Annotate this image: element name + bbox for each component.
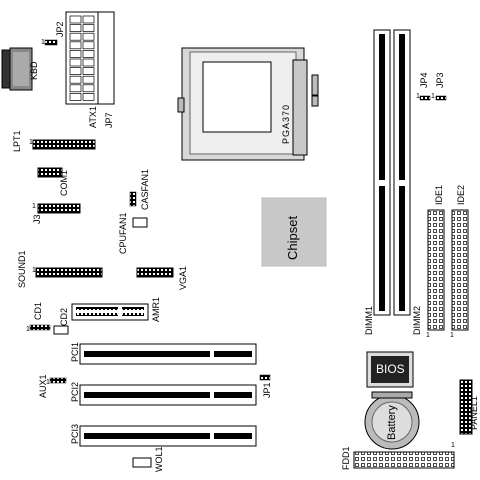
atx-pin (82, 84, 95, 93)
com1-label: COM1 (59, 169, 69, 196)
ide2-connector (451, 209, 469, 331)
wol1-label: WOL1 (154, 446, 164, 472)
com1-header (37, 167, 63, 178)
sound1-header (35, 267, 103, 278)
atx-pin (69, 32, 82, 41)
dimm2-label: DIMM2 (412, 306, 422, 335)
pin1-marker: 1 (450, 332, 454, 339)
pin1-marker: 1 (32, 203, 36, 210)
atx-pin (69, 67, 82, 75)
atx-pin (82, 15, 95, 24)
sound1-label: SOUND1 (17, 250, 27, 288)
ide1-connector (427, 209, 445, 331)
pin1-marker: 1 (451, 442, 455, 449)
atx-pin (69, 84, 82, 93)
jp4-label: JP4 (419, 72, 429, 88)
ide2-label: IDE2 (456, 184, 466, 205)
battery-cell (364, 391, 420, 450)
pin1-marker: 1 (416, 93, 420, 100)
aux1-connector (49, 377, 67, 384)
pin1-marker: 1 (41, 39, 45, 46)
atx-pin (82, 50, 95, 58)
atx-pin (69, 15, 82, 24)
fdd1-label: FDD1 (341, 446, 351, 470)
amr1-label: AMR1 (151, 296, 161, 322)
kbd-connector (1, 47, 33, 91)
pci3-label: PCI3 (70, 423, 80, 444)
casfan1-label: CASFAN1 (140, 168, 150, 210)
cd2-label: CD2 (59, 307, 69, 326)
amr1-slot (71, 303, 149, 321)
dimm1-label: DIMM1 (364, 306, 374, 335)
chipset-chip (261, 197, 327, 267)
vga1-header (136, 267, 174, 278)
jp7-label: JP7 (104, 112, 114, 128)
jp3-jumper (435, 95, 447, 101)
atx-pin (82, 32, 95, 41)
kbd-label: KBD (29, 61, 39, 80)
atx-pin (69, 58, 82, 67)
jp3-label: JP3 (435, 72, 445, 88)
bios-label: BIOS (376, 362, 405, 376)
jp2-jumper (44, 39, 58, 46)
battery-label: Battery (386, 405, 398, 440)
pin1-marker: 1 (46, 379, 50, 386)
atx-pin (69, 24, 82, 32)
cpufan1-label: CPUFAN1 (118, 212, 128, 254)
j3-header (37, 203, 81, 214)
atx-pin (82, 75, 95, 84)
cd2-connector (53, 325, 69, 335)
atx-pin (82, 67, 95, 75)
atx-pin (69, 50, 82, 58)
atx1-connector (65, 11, 99, 105)
pci1-label: PCI1 (70, 341, 80, 362)
lpt1-label: LPT1 (12, 130, 22, 152)
atx-pin (69, 93, 82, 101)
bios-chip (366, 351, 414, 388)
pin1-marker: 1 (32, 267, 36, 274)
jp4-jumper (419, 95, 431, 101)
wol1-connector (132, 457, 152, 468)
pci1-slot (79, 343, 257, 365)
fdd1-connector (353, 451, 455, 469)
pci2-label: PCI2 (70, 381, 80, 402)
pin1-marker: 1 (29, 139, 33, 146)
cd1-connector (29, 324, 51, 331)
jp7-connector (97, 11, 115, 105)
atx-pin (69, 41, 82, 50)
jp2-label: JP2 (55, 21, 65, 37)
pin1-marker: 1 (426, 332, 430, 339)
atx-pin (82, 41, 95, 50)
panel1-label: PANEL1 (469, 396, 479, 430)
pin1-marker: 1 (431, 93, 435, 100)
atx-pin (69, 75, 82, 84)
pci2-slot (79, 384, 257, 406)
cpufan1-connector (132, 217, 148, 228)
ide1-label: IDE1 (434, 184, 444, 205)
atx-pin (82, 93, 95, 101)
panel1-header (459, 379, 473, 435)
atx-pin (82, 58, 95, 67)
dimm-slots (373, 29, 411, 316)
casfan1-connector (129, 191, 137, 207)
pci3-slot (79, 425, 257, 447)
vga1-label: VGA1 (178, 265, 188, 290)
atx1-label: ATX1 (88, 106, 98, 128)
jp1-label: JP1 (262, 382, 272, 398)
chipset-label: Chipset (285, 215, 300, 260)
cpu-socket-pga370 (177, 47, 319, 161)
lpt1-header (32, 139, 96, 150)
atx-pin (82, 24, 95, 32)
cd1-label: CD1 (33, 301, 43, 320)
jp1-jumper (259, 374, 271, 381)
pin1-marker: 1 (26, 326, 30, 333)
pga370-label: PGA370 (281, 103, 291, 144)
j3-label: J3 (32, 214, 42, 224)
